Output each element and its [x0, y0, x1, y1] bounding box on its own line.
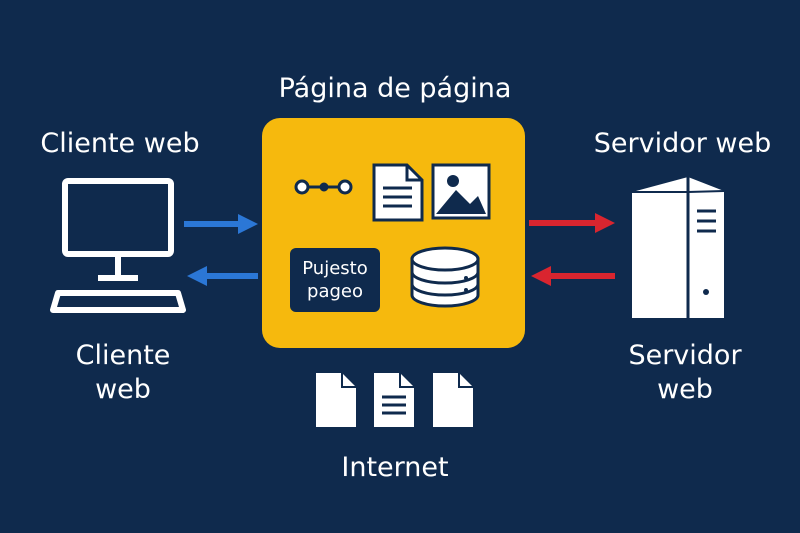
web-page-box — [262, 118, 525, 348]
document-icon — [372, 163, 424, 222]
server-bottom-label: Servidor web — [628, 340, 742, 405]
file-icon — [316, 373, 356, 427]
file-icon — [433, 373, 473, 427]
box-label-text: Pujesto pageo — [302, 258, 368, 302]
box-to-client-arrow — [187, 266, 258, 286]
database-icon — [410, 246, 480, 308]
client-to-box-arrow — [184, 214, 258, 234]
internet-label: Internet — [341, 452, 449, 483]
server-tower-icon — [632, 177, 725, 318]
center-title: Página de página — [278, 73, 512, 104]
desktop-computer-icon — [50, 178, 186, 313]
file-icon — [374, 373, 414, 427]
box-label: Pujesto pageo — [290, 248, 380, 312]
link-nodes-icon — [294, 179, 353, 195]
image-icon — [431, 163, 491, 220]
server-to-box-arrow — [531, 266, 615, 286]
client-top-label: Cliente web — [40, 128, 200, 159]
box-to-server-arrow — [529, 213, 615, 233]
server-top-label: Servidor web — [593, 128, 772, 159]
client-bottom-label: Cliente web — [75, 340, 171, 405]
